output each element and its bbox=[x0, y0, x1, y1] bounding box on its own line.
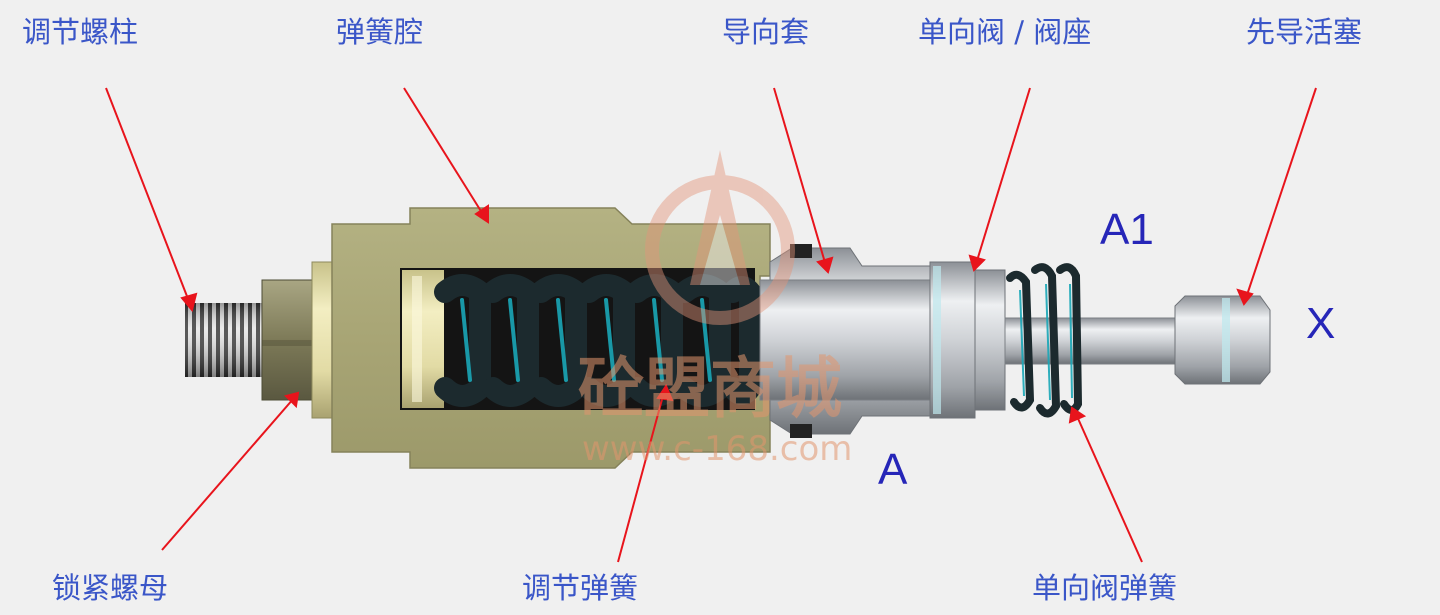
label-spring-chamber: 弹簧腔 bbox=[336, 15, 424, 49]
label-pilot-piston: 先导活塞 bbox=[1246, 15, 1363, 49]
leader-lines bbox=[105, 87, 1317, 563]
leader-lock-nut bbox=[161, 391, 300, 551]
leader-adjust-spring bbox=[617, 383, 674, 563]
leader-check-valve-spring bbox=[1068, 406, 1143, 563]
label-check-valve-seat: 单向阀 / 阀座 bbox=[918, 15, 1092, 49]
adjusting-spring bbox=[434, 274, 761, 407]
check-valve-and-seat bbox=[929, 261, 1006, 419]
end-washer bbox=[311, 261, 333, 419]
label-adjust-spring: 调节弹簧 bbox=[522, 571, 639, 605]
leader-adjust-screw bbox=[105, 87, 198, 313]
label-lock-nut: 锁紧螺母 bbox=[52, 571, 169, 605]
main-spool bbox=[760, 280, 940, 400]
label-check-valve-spring: 单向阀弹簧 bbox=[1032, 571, 1178, 605]
leader-guide-sleeve bbox=[773, 87, 834, 274]
pilot-piston-body bbox=[1174, 295, 1271, 385]
port-a1-label: A1 bbox=[1100, 205, 1154, 254]
watermark-logo bbox=[645, 150, 795, 325]
check-valve-spring bbox=[1006, 263, 1083, 418]
leader-pilot-piston bbox=[1236, 87, 1317, 306]
port-x-label: X bbox=[1306, 299, 1336, 348]
lock-nut-body bbox=[261, 279, 315, 401]
port-a-label: A bbox=[878, 445, 908, 494]
label-guide-sleeve: 导向套 bbox=[722, 15, 810, 49]
leader-check-valve-seat bbox=[968, 87, 1031, 272]
pilot-rod bbox=[1004, 317, 1186, 365]
label-adjust-screw: 调节螺柱 bbox=[22, 15, 139, 49]
leader-spring-chamber bbox=[403, 87, 489, 224]
